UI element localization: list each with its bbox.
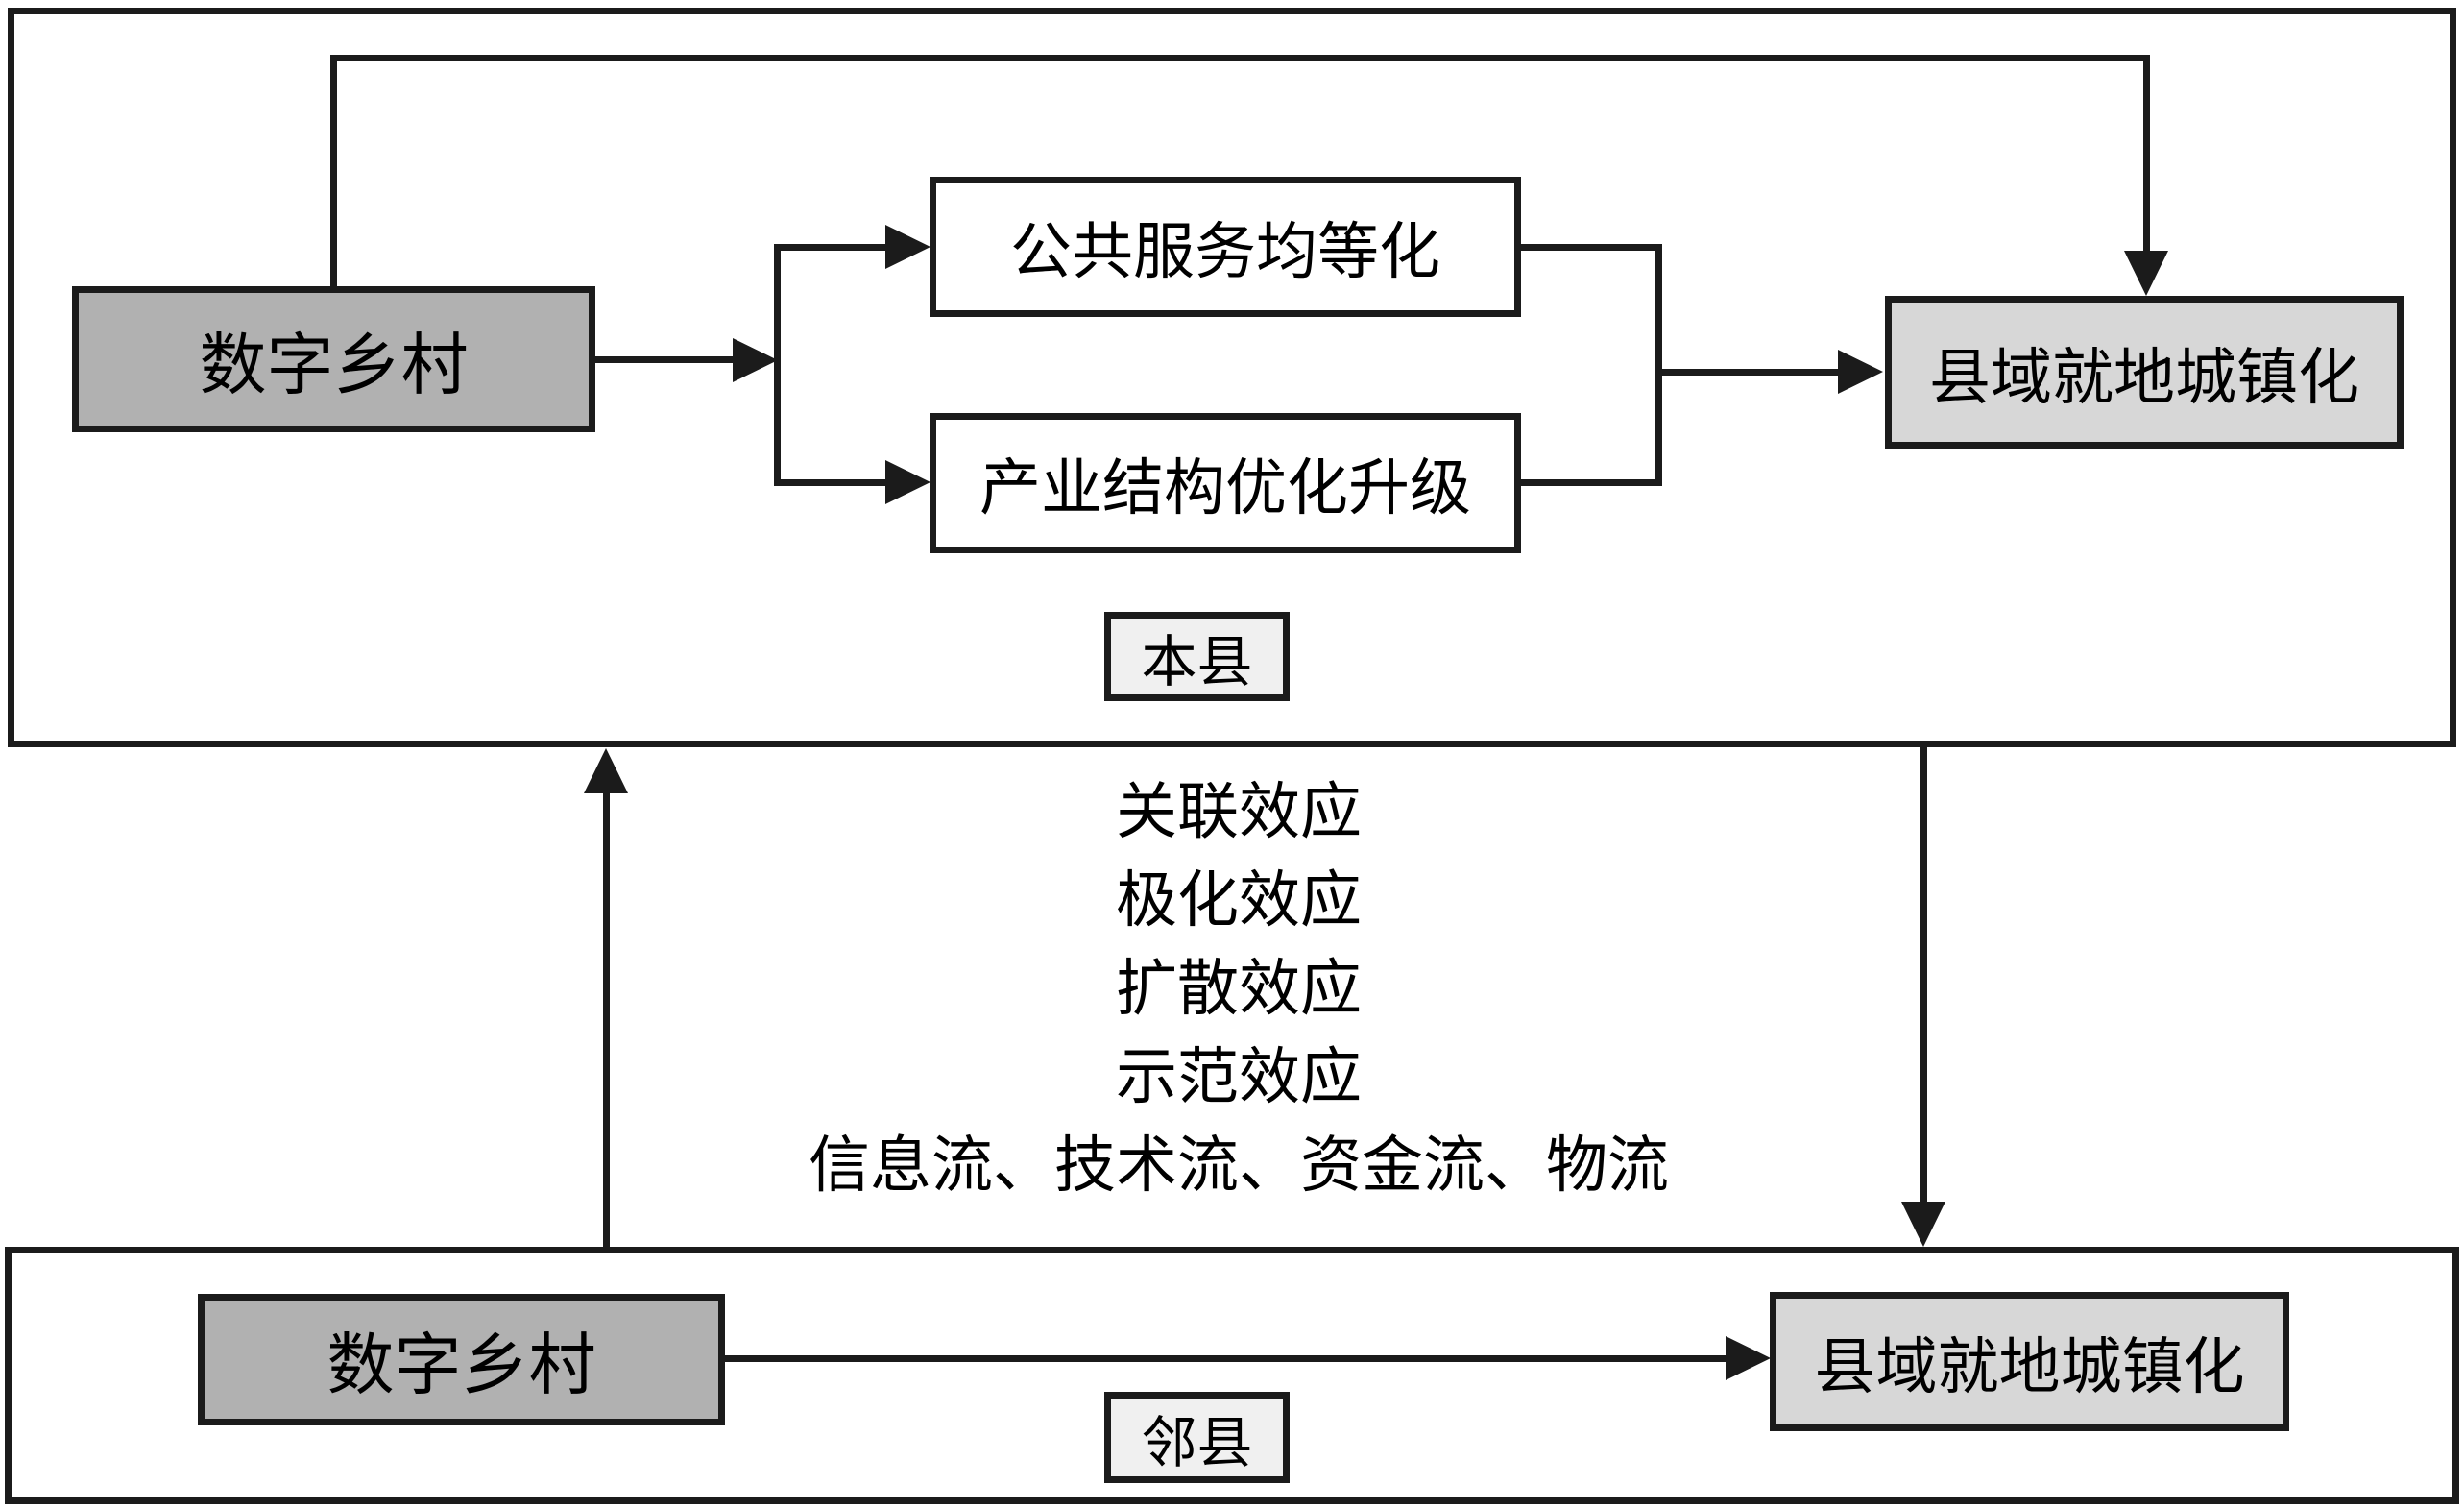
node-urbanization-top: 县域就地城镇化	[1885, 296, 2404, 449]
arrowhead-right-industry-icon	[885, 460, 930, 504]
effect-line-linkage: 关联效应	[1116, 778, 1362, 846]
arrowhead-right-urbanization-bottom-icon	[1726, 1336, 1771, 1380]
connector-public-service-to-merge	[1521, 244, 1662, 251]
connector-top-horizontal	[330, 55, 2150, 61]
node-digital-village-bottom: 数字乡村	[198, 1294, 725, 1425]
connector-dv-top-vertical	[330, 55, 337, 286]
node-digital-village-top: 数字乡村	[72, 286, 595, 432]
arrowhead-right-branch-icon	[733, 338, 778, 382]
arrowhead-down-into-urbanization-icon	[2124, 251, 2168, 296]
effect-line-flows: 信息流、技术流、资金流、物流	[809, 1132, 1669, 1200]
arrowhead-down-into-neighbor-county-icon	[1901, 1202, 1945, 1247]
connector-dv-to-branch	[595, 356, 735, 363]
label-local-county: 本县	[1104, 612, 1290, 701]
node-urbanization-bottom: 县域就地城镇化	[1770, 1292, 2289, 1431]
connector-merge-to-urbanization	[1655, 369, 1840, 376]
connector-branch-to-industry	[774, 479, 887, 486]
arrowhead-right-public-service-icon	[885, 225, 930, 269]
spillover-effects-text: 关联效应 极化效应 扩散效应 示范效应 信息流、技术流、资金流、物流	[576, 768, 1901, 1210]
arrowhead-right-urbanization-icon	[1838, 350, 1883, 394]
arrowhead-up-into-local-county-icon	[584, 748, 628, 793]
node-industrial-structure-upgrade: 产业结构优化升级	[930, 413, 1521, 553]
effect-line-polarization: 极化效应	[1116, 866, 1362, 935]
connector-merge-vertical	[1655, 244, 1662, 486]
effect-line-diffusion: 扩散效应	[1116, 955, 1362, 1023]
node-public-service-equalization: 公共服务均等化	[930, 177, 1521, 317]
connector-branch-vertical	[774, 244, 781, 486]
connector-down-between-sections	[1920, 747, 1927, 1202]
effect-line-demonstration: 示范效应	[1116, 1043, 1362, 1111]
connector-urbanization-top-vertical	[2143, 55, 2150, 253]
connector-dv-bottom-to-urbanization	[725, 1355, 1728, 1362]
label-neighbor-county: 邻县	[1104, 1392, 1290, 1483]
connector-up-between-sections	[603, 793, 610, 1247]
connector-industry-to-merge	[1521, 479, 1662, 486]
connector-branch-to-public-service	[774, 244, 887, 251]
